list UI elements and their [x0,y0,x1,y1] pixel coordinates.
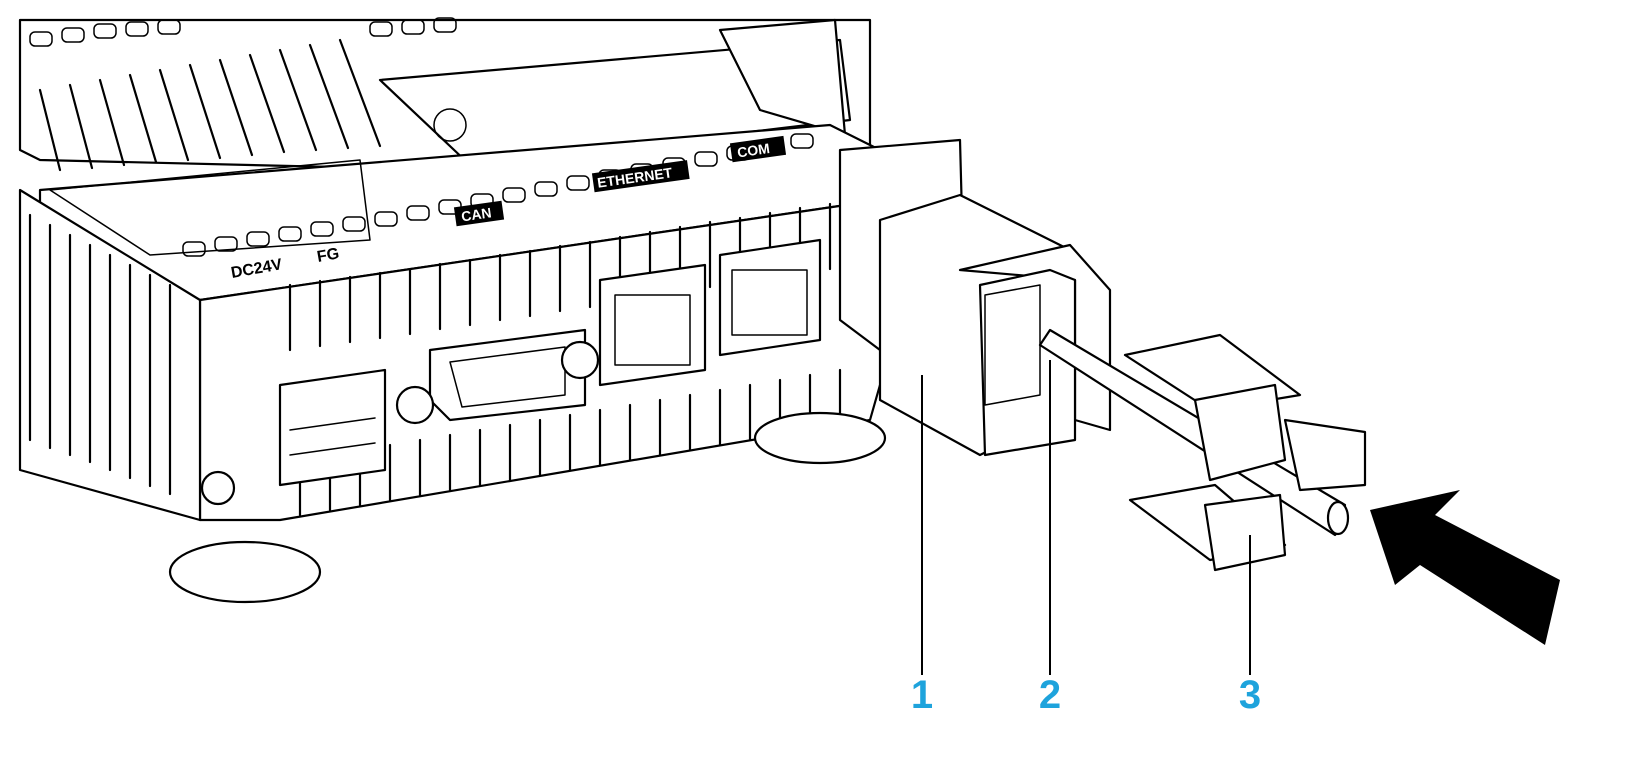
corner-screw [200,470,236,506]
can-label: CAN [460,204,492,224]
clamp-tab-right [1283,418,1367,492]
device-top-housing [18,17,872,172]
callout-number-1: 1 [911,673,933,717]
upper-fins [38,38,382,172]
cable-clamp [1123,333,1367,572]
callout-number-3: 3 [1239,673,1261,717]
clamp-lower-block [1203,493,1287,572]
callout-lines [921,360,1251,675]
insertion-arrow-icon [1370,490,1560,645]
clamp-upper-block [1193,383,1287,482]
fg-label: FG [316,245,341,266]
dsub-screw-right [560,340,600,380]
foot-left [168,540,322,604]
power-terminal [278,368,387,487]
foot-right [753,411,887,465]
dsub-screw-left [395,385,435,425]
callout-numbers: 1 2 3 [911,673,1261,717]
upper-vent-slots [29,17,457,47]
cable [1038,328,1350,537]
left-side-fins [28,213,172,496]
com-label: COM [736,140,771,160]
callout-number-2: 2 [1039,673,1061,717]
connector-plug [878,193,1112,457]
com-port [718,238,822,357]
screw-hole [433,108,467,142]
